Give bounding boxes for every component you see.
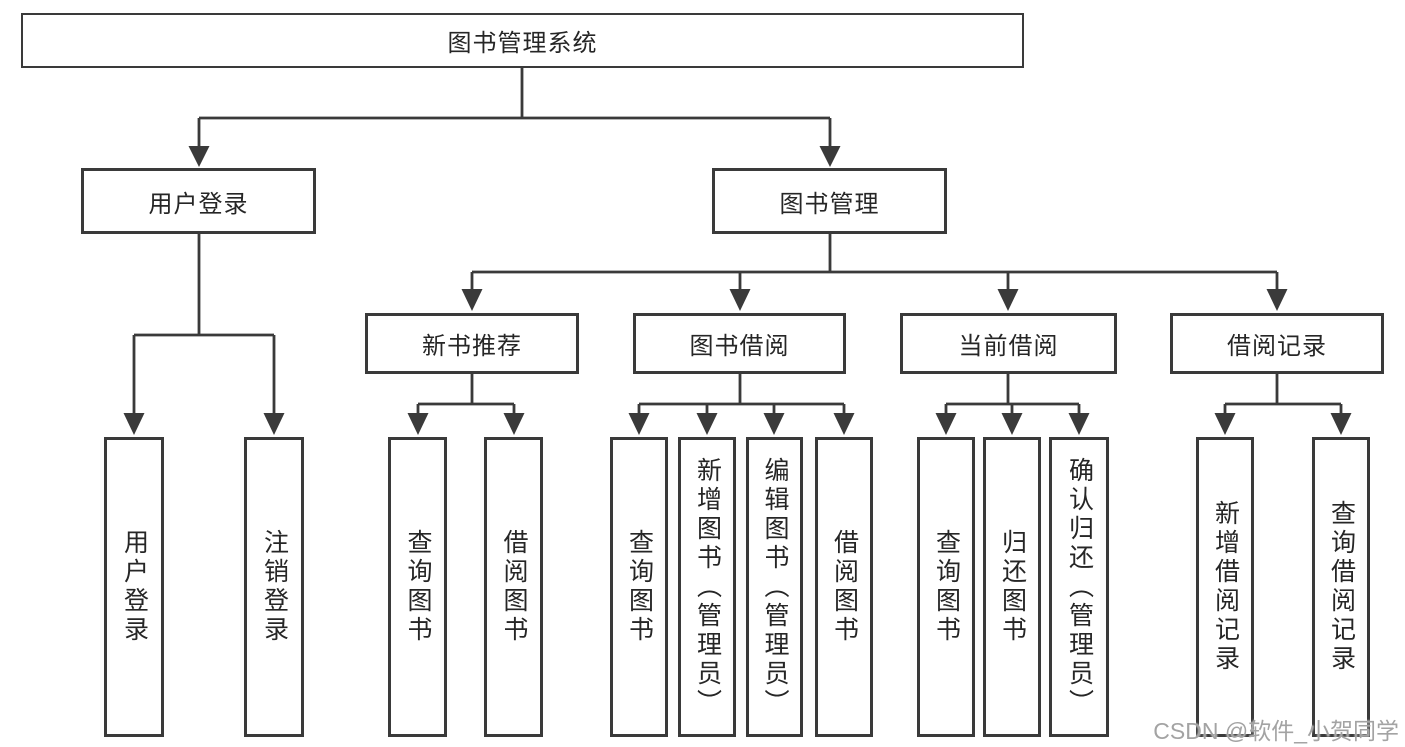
arrowhead [1068, 413, 1090, 435]
node-label: 借阅记录 [1227, 333, 1327, 360]
leaf-label: 借阅图书 [500, 529, 528, 645]
leaf-label: 归还图书 [998, 529, 1027, 645]
arrowhead [188, 146, 210, 167]
leaf-newbook-borrow-books: 借阅图书 [484, 437, 543, 737]
leaf-label: 新增图书（管理员） [693, 456, 722, 718]
leaf-label: 查询图书 [625, 529, 654, 645]
node-borrow-record: 借阅记录 [1170, 313, 1384, 374]
connector-userlogin-to-leaves [132, 234, 276, 417]
arrowheads [123, 146, 1352, 435]
arrowhead [461, 289, 483, 311]
arrowhead [1001, 413, 1023, 435]
leaf-user-login: 用户登录 [104, 437, 164, 737]
leaf-label: 查询借阅记录 [1327, 500, 1356, 674]
arrowhead [1330, 413, 1352, 435]
leaf-current-return-books: 归还图书 [983, 437, 1041, 737]
connector-root-to-level1 [197, 68, 832, 146]
arrowhead [123, 413, 145, 435]
arrowhead [819, 146, 841, 167]
arrowhead [997, 289, 1019, 311]
leaf-label: 编辑图书（管理员） [761, 456, 789, 718]
leaf-current-confirm-return-admin: 确认归还（管理员） [1049, 437, 1109, 737]
node-label: 用户登录 [148, 190, 249, 218]
node-label: 当前借阅 [958, 333, 1059, 360]
node-current-borrow: 当前借阅 [900, 313, 1117, 374]
connector-borrowrecord-to-leaves [1223, 373, 1343, 417]
leaf-label: 注销登录 [260, 529, 289, 645]
leaf-label: 新增借阅记录 [1211, 500, 1240, 674]
node-user-login: 用户登录 [81, 168, 316, 234]
leaf-label: 用户登录 [120, 529, 149, 645]
node-label: 图书借阅 [689, 333, 790, 360]
node-label: 新书推荐 [422, 333, 522, 360]
connector-bookborrow-to-leaves [637, 373, 846, 417]
arrowhead [763, 413, 785, 435]
leaf-borrow-borrow-books: 借阅图书 [815, 437, 873, 737]
leaf-record-add-borrow-record: 新增借阅记录 [1196, 437, 1254, 737]
leaf-label: 借阅图书 [830, 529, 859, 645]
node-book-borrow: 图书借阅 [633, 313, 846, 374]
arrowhead [696, 413, 718, 435]
node-label: 图书管理 [779, 190, 880, 218]
leaf-label: 查询图书 [932, 529, 961, 645]
arrowhead [407, 413, 429, 435]
leaf-record-query-borrow-record: 查询借阅记录 [1312, 437, 1370, 737]
arrowhead [628, 413, 650, 435]
connector-currentborrow-to-leaves [944, 373, 1081, 417]
leaf-borrow-add-books-admin: 新增图书（管理员） [678, 437, 736, 737]
arrowhead [729, 289, 751, 311]
arrowhead [1214, 413, 1236, 435]
csdn-watermark: CSDN @软件_小贺同学 [1153, 718, 1399, 744]
node-label: 图书管理系统 [447, 30, 598, 57]
leaf-current-query-books: 查询图书 [917, 437, 975, 737]
connector-newbook-to-leaves [416, 373, 516, 417]
node-new-book-recommend: 新书推荐 [365, 313, 579, 374]
arrowhead [1266, 289, 1288, 311]
leaf-borrow-query-books: 查询图书 [610, 437, 668, 737]
arrowhead [263, 413, 285, 435]
leaf-logout: 注销登录 [244, 437, 304, 737]
leaf-label: 查询图书 [404, 529, 432, 645]
connector-bookmgmt-to-level2 [470, 233, 1279, 292]
arrowhead [935, 413, 957, 435]
leaf-borrow-edit-books-admin: 编辑图书（管理员） [746, 437, 803, 737]
node-book-management: 图书管理 [712, 168, 947, 234]
arrowhead [503, 413, 525, 435]
node-library-system: 图书管理系统 [21, 13, 1024, 68]
leaf-newbook-query-books: 查询图书 [388, 437, 447, 737]
leaf-label: 确认归还（管理员） [1065, 456, 1094, 718]
arrowhead [833, 413, 855, 435]
